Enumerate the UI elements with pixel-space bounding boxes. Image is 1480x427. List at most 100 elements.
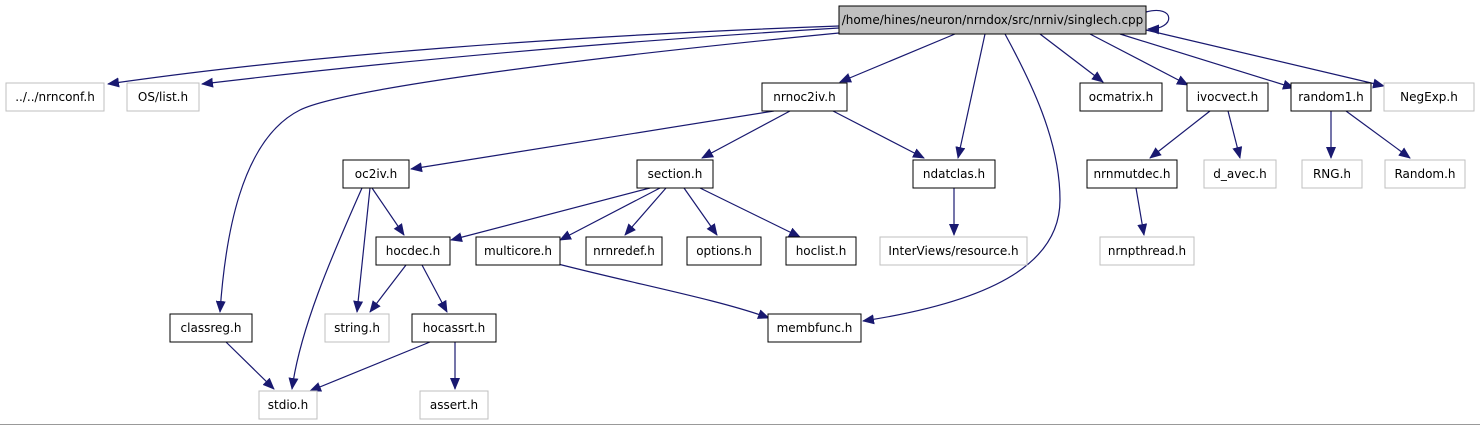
node-box-random (1384, 159, 1466, 189)
edge-oc2iv-to-stdio (288, 187, 363, 390)
node-label-section: section.h (648, 167, 703, 181)
node-nrnmutdec[interactable]: nrnmutdec.h (1086, 159, 1178, 189)
edge-singlech-to-random1 (1119, 33, 1295, 90)
node-box-oslist (126, 82, 200, 112)
node-label-membfunc: membfunc.h (777, 321, 853, 335)
node-label-oc2iv: oc2iv.h (355, 167, 398, 181)
node-random: Random.h (1384, 159, 1466, 189)
node-label-nrnconf: ../../nrnconf.h (15, 90, 95, 104)
node-hocdec[interactable]: hocdec.h (375, 236, 451, 266)
edge-singlech-to-ndatclas (955, 33, 986, 159)
node-box-nrnredef (585, 236, 663, 266)
node-label-ivocvect: ivocvect.h (1197, 90, 1259, 104)
node-box-section (636, 159, 714, 189)
node-label-nrnoc2iv: nrnoc2iv.h (773, 90, 835, 104)
edge-singlech-to-singlech (1145, 9, 1170, 35)
edge-singlech-to-ocmatrix (1039, 33, 1104, 83)
node-string: string.h (324, 313, 390, 343)
node-label-hocassrt: hocassrt.h (423, 321, 485, 335)
node-box-hocdec (375, 236, 451, 266)
node-box-resource (879, 236, 1028, 266)
node-box-random1 (1290, 82, 1372, 112)
node-ivocvect[interactable]: ivocvect.h (1186, 82, 1269, 112)
node-hocassrt[interactable]: hocassrt.h (411, 313, 497, 343)
node-membfunc[interactable]: membfunc.h (767, 313, 862, 343)
node-box-rng (1301, 159, 1363, 189)
node-box-nrnpthread (1099, 236, 1195, 266)
node-label-hoclist: hoclist.h (796, 244, 847, 258)
node-label-nrnredef: nrnredef.h (593, 244, 655, 258)
edge-section-to-multicore (559, 187, 661, 241)
edge-singlech-to-nrnoc2iv (839, 33, 956, 83)
node-nrnoc2iv[interactable]: nrnoc2iv.h (761, 82, 848, 112)
node-label-string: string.h (334, 321, 380, 335)
node-box-string (324, 313, 390, 343)
node-options[interactable]: options.h (686, 236, 762, 266)
edge-singlech-to-nrnconf (107, 25, 840, 88)
node-box-ocmatrix (1079, 82, 1163, 112)
edge-random1-to-random (1345, 110, 1411, 159)
edge-section-to-hoclist (699, 187, 801, 238)
node-negexp: NegExp.h (1383, 82, 1475, 112)
edge-hocassrt-to-stdio (309, 341, 431, 392)
node-box-multicore (475, 236, 561, 266)
edge-section-to-nrnredef (624, 187, 667, 236)
edge-singlech-to-oslist (201, 27, 840, 88)
node-classreg[interactable]: classreg.h (169, 313, 253, 343)
node-label-random: Random.h (1394, 167, 1455, 181)
node-label-random1: random1.h (1298, 90, 1364, 104)
node-box-singlech (838, 5, 1147, 35)
node-ndatclas[interactable]: ndatclas.h (912, 159, 996, 189)
node-label-rng: RNG.h (1313, 167, 1351, 181)
node-label-stdio: stdio.h (268, 398, 308, 412)
node-label-resource: InterViews/resource.h (888, 244, 1018, 258)
node-box-membfunc (767, 313, 862, 343)
node-box-stdio (258, 390, 318, 420)
node-multicore[interactable]: multicore.h (475, 236, 561, 266)
edge-oc2iv-to-hocdec (371, 187, 405, 236)
node-assert: assert.h (419, 390, 489, 420)
edge-oc2iv-to-string (353, 187, 371, 313)
node-singlech[interactable]: /home/hines/neuron/nrndox/src/nrniv/sing… (838, 5, 1147, 35)
node-ocmatrix[interactable]: ocmatrix.h (1079, 82, 1163, 112)
node-box-nrnconf (5, 82, 105, 112)
edge-nrnoc2iv-to-oc2iv (410, 110, 775, 173)
edge-ivocvect-to-nrnmutdec (1149, 110, 1211, 159)
node-box-hocassrt (411, 313, 497, 343)
node-box-classreg (169, 313, 253, 343)
node-random1[interactable]: random1.h (1290, 82, 1372, 112)
node-label-davec: d_avec.h (1213, 167, 1266, 181)
node-label-ndatclas: ndatclas.h (923, 167, 985, 181)
bottom-divider (0, 424, 1480, 425)
node-label-nrnmutdec: nrnmutdec.h (1094, 167, 1171, 181)
node-davec: d_avec.h (1203, 159, 1277, 189)
edge-singlech-to-ivocvect (1089, 33, 1189, 86)
node-label-ocmatrix: ocmatrix.h (1089, 90, 1153, 104)
node-stdio: stdio.h (258, 390, 318, 420)
edge-classreg-to-stdio (225, 341, 275, 390)
node-box-hoclist (785, 236, 857, 266)
node-box-nrnoc2iv (761, 82, 848, 112)
node-nrnpthread: nrnpthread.h (1099, 236, 1195, 266)
edge-singlech-to-membfunc (862, 33, 1061, 325)
node-nrnredef[interactable]: nrnredef.h (585, 236, 663, 266)
node-label-oslist: OS/list.h (138, 90, 188, 104)
node-hoclist[interactable]: hoclist.h (785, 236, 857, 266)
node-nrnconf: ../../nrnconf.h (5, 82, 105, 112)
node-resource: InterViews/resource.h (879, 236, 1028, 266)
node-box-assert (419, 390, 489, 420)
edge-nrnoc2iv-to-section (701, 110, 791, 159)
node-box-options (686, 236, 762, 266)
node-label-singlech: /home/hines/neuron/nrndox/src/nrniv/sing… (842, 13, 1144, 27)
node-box-negexp (1383, 82, 1475, 112)
node-section[interactable]: section.h (636, 159, 714, 189)
node-oc2iv[interactable]: oc2iv.h (342, 159, 410, 189)
edge-hocdec-to-string (369, 264, 407, 313)
edge-ivocvect-to-davec (1227, 110, 1243, 159)
node-label-multicore: multicore.h (484, 244, 552, 258)
node-label-options: options.h (696, 244, 752, 258)
node-rng: RNG.h (1301, 159, 1363, 189)
edges-layer (107, 9, 1411, 392)
edge-section-to-options (683, 187, 718, 236)
